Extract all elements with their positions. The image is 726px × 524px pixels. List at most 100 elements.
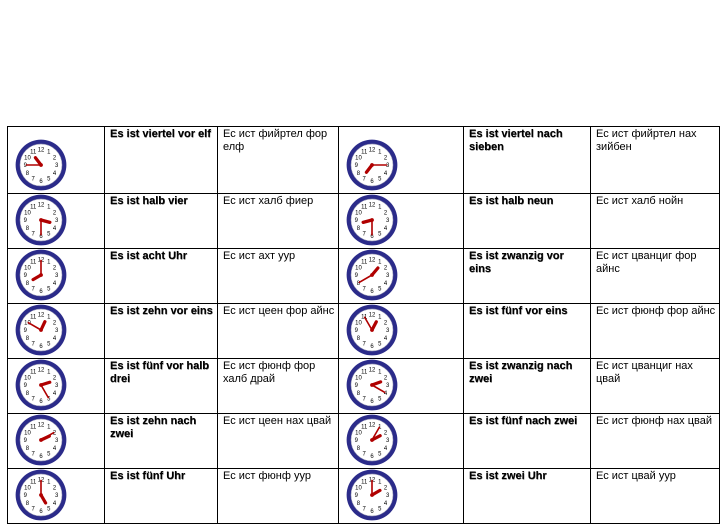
clock-numeral: 5 [378,397,382,403]
clock-numeral: 9 [24,383,28,389]
clock-numeral: 12 [369,368,376,374]
clock-numeral: 11 [361,205,368,211]
cyrillic-transcription: Ес ист фюнф фор айнс [590,303,720,359]
german-time-text: Es ist zwei Uhr [469,470,547,482]
clock-numeral: 12 [38,368,45,374]
clock-numeral: 2 [384,265,387,271]
clock-numeral: 10 [24,485,31,491]
german-time-phrase: Es ist acht Uhr [104,248,218,304]
clock-numeral: 6 [39,509,43,515]
german-time-text: Es ist zwanzig nach zwei [469,360,573,385]
clock-numeral: 1 [47,205,51,211]
clock-numeral: 11 [361,260,368,266]
clock-numeral: 5 [378,287,382,293]
german-time-text: Es ist fünf vor halb drei [110,360,210,385]
clock-numeral: 1 [47,260,51,266]
clock-numeral: 11 [361,480,368,486]
clock-numeral: 10 [355,485,362,491]
clock-numeral: 2 [53,210,56,216]
clock-numeral: 2 [53,430,56,436]
clock-hub [370,438,374,442]
clock-numeral: 11 [30,480,37,486]
clock-numeral: 7 [363,397,366,403]
clock-hub [39,493,43,497]
clock-numeral: 2 [384,485,387,491]
clock-numeral: 11 [30,370,37,376]
clock-hub [39,273,43,277]
minute-hand [363,316,373,331]
transcription-text: Ес ист цеен нах цвай [223,415,332,427]
cyrillic-transcription: Ес ист фийртел фор елф [217,126,339,194]
german-time-phrase: Es ist zwei Uhr [463,468,591,524]
clock-numeral: 2 [384,430,387,436]
cyrillic-transcription: Ес ист цванциг нах цвай [590,358,720,414]
clock-numeral: 8 [26,501,30,507]
clock-hub [370,328,374,332]
clock-numeral: 9 [355,383,359,389]
clock-numeral: 6 [370,344,374,350]
minute-hand [358,274,373,284]
clock-numeral: 8 [26,226,30,232]
clock-numeral: 2 [384,320,387,326]
clock-numeral: 8 [26,171,30,177]
transcription-text: Ес ист фийртел фор елф [223,128,328,153]
transcription-text: Ес ист цеен фор айнс [223,305,335,317]
clock-numeral: 2 [384,155,387,161]
clock-numeral: 1 [47,315,51,321]
clock-numeral: 2 [53,485,56,491]
clock-numeral: 10 [24,375,31,381]
clock-numeral: 7 [363,287,366,293]
clock-numeral: 4 [384,446,388,452]
clock-numeral: 7 [363,452,366,458]
clock-hub [39,218,43,222]
clock-numeral: 12 [369,313,376,319]
clock-numeral: 11 [30,425,37,431]
clock-numeral: 9 [355,438,359,444]
clock-numeral: 7 [363,507,366,513]
clock-numeral: 9 [355,218,359,224]
clock-numeral: 5 [378,342,382,348]
clock-numeral: 1 [378,370,382,376]
clock-numeral: 3 [55,383,59,389]
clock-numeral: 7 [363,342,366,348]
clock-numeral: 11 [361,150,368,156]
transcription-text: Ес ист цванциг нах цвай [596,360,693,385]
cyrillic-transcription: Ес ист цвай уур [590,468,720,524]
clock-numeral: 8 [357,501,361,507]
german-time-text: Es ist zehn vor eins [110,305,213,317]
clock-hub [370,383,374,387]
clock-numeral: 6 [370,399,374,405]
clock-numeral: 12 [369,148,376,154]
german-time-phrase: Es ist zehn vor eins [104,303,218,359]
clock-numeral: 9 [24,163,28,169]
clock-numeral: 1 [378,425,382,431]
clock-numeral: 6 [370,234,374,240]
german-time-phrase: Es ist fünf vor eins [463,303,591,359]
german-time-text: Es ist viertel vor elf [110,128,211,140]
clock-numeral: 1 [47,480,51,486]
clock-numeral: 4 [53,501,57,507]
clock-numeral: 1 [378,315,382,321]
clock-hub [39,163,43,167]
clock-hub [370,218,374,222]
cyrillic-transcription: Ес ист фюнф уур [217,468,339,524]
clock-numeral: 9 [355,328,359,334]
clock-numeral: 5 [378,232,382,238]
clock-numeral: 2 [53,375,56,381]
german-time-phrase: Es ist fünf nach zwei [463,413,591,469]
